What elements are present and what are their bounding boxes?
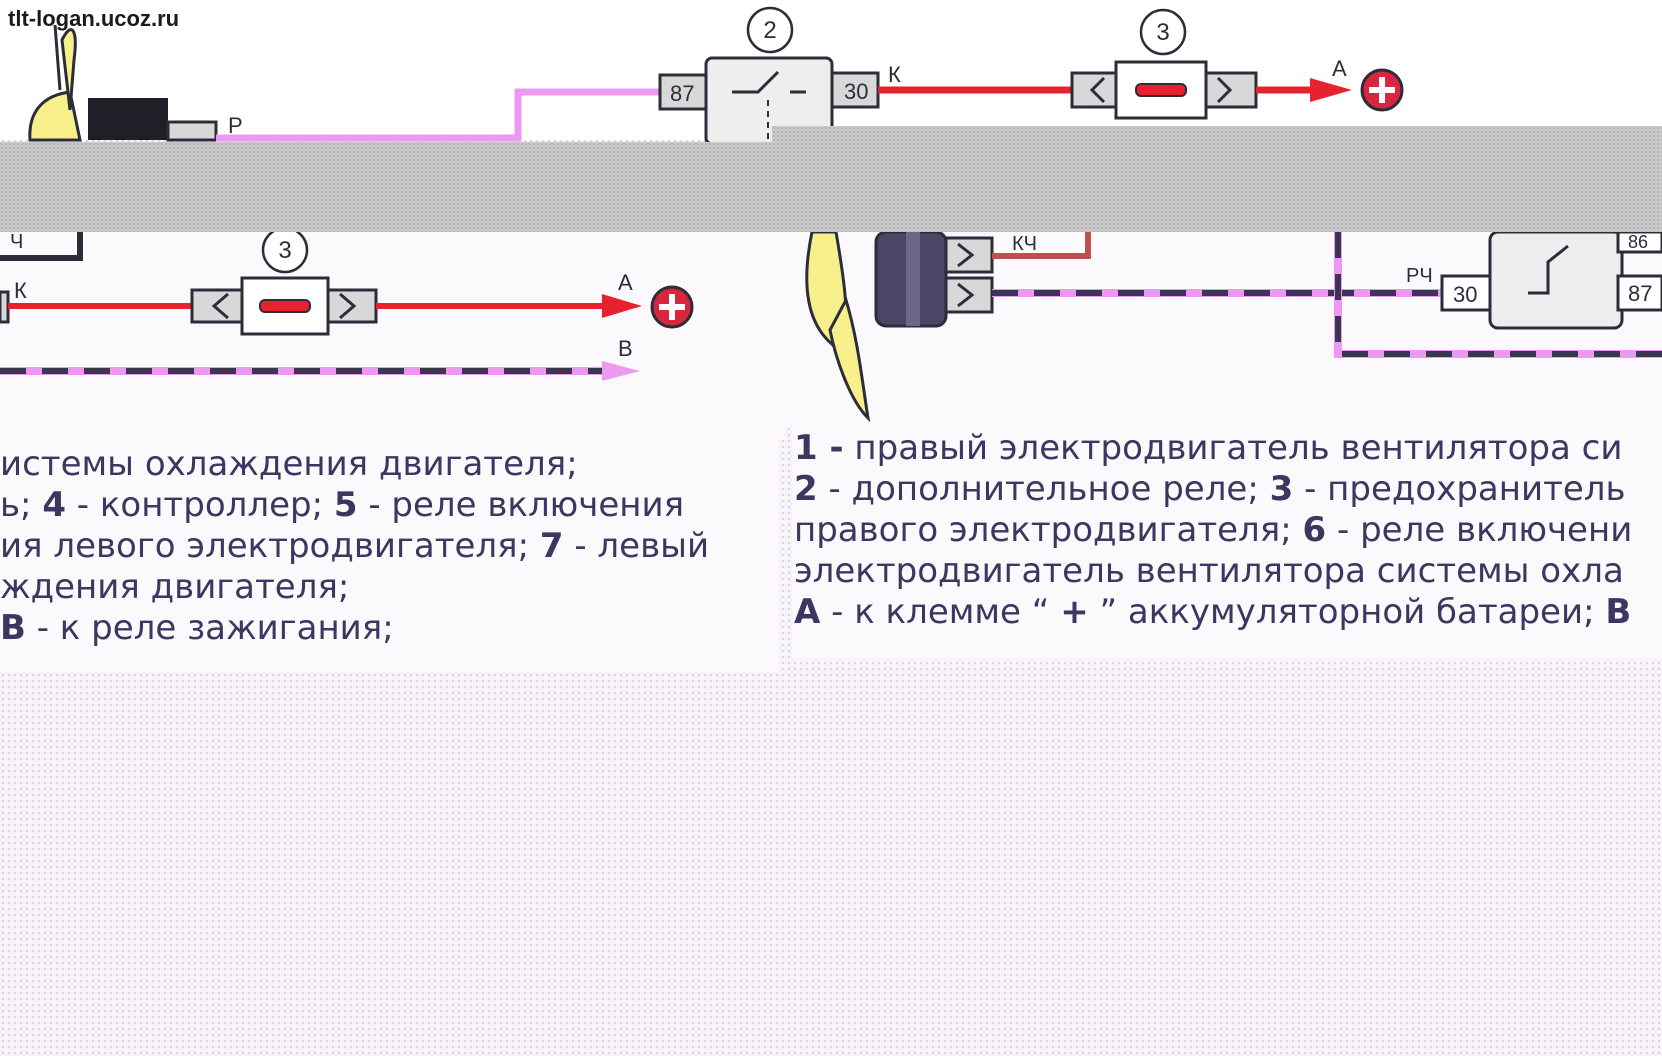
- dark-wire-left-top: [0, 232, 83, 261]
- wire-label-k-left: К: [14, 278, 27, 303]
- wire-label-rch: РЧ: [1406, 265, 1433, 287]
- fuse-3-top: [1070, 60, 1258, 120]
- legend-left-line-1: истемы охлаждения двигателя;: [0, 444, 578, 484]
- legend-right-line-2: 2 - дополнительное реле; 3 - предохранит…: [794, 469, 1626, 509]
- relay-6: [1440, 230, 1662, 330]
- brown-wire-right: [992, 232, 1091, 259]
- plus-terminal-top: [1360, 68, 1404, 112]
- legend-left-line-2: ь; 4 - контроллер; 5 - реле включения: [0, 485, 685, 525]
- motor-wire-label: Р: [228, 113, 243, 138]
- relay6-pin-87: 87: [1628, 281, 1652, 306]
- terminal-b-left: В: [618, 336, 633, 361]
- fuse-label-top: 3: [1156, 19, 1169, 46]
- relay-pin-30: 30: [844, 79, 868, 104]
- watermark: tlt-logan.ucoz.ru: [8, 6, 180, 31]
- left-connector-stub: [0, 290, 10, 324]
- red-arrowhead-top: [1310, 78, 1352, 102]
- relay6-pin-86: 86: [1628, 232, 1648, 252]
- legend-left-line-5: В - к реле зажигания;: [0, 608, 394, 648]
- legend-right-line-1: 1 - правый электродвигатель вентилятора …: [794, 428, 1623, 468]
- fuse-label-left: 3: [278, 237, 291, 264]
- gray-overlay-band-right: [772, 126, 1662, 144]
- wire-label-kch: КЧ: [1012, 233, 1037, 255]
- legend-right: 1 - правый электродвигатель вентилятора …: [792, 424, 1662, 658]
- legend-right-line-3: правого электродвигателя; 6 - реле включ…: [794, 510, 1633, 550]
- relay6-pin-30: 30: [1453, 282, 1477, 307]
- red-arrowhead-left: [602, 294, 642, 318]
- legend-left: истемы охлаждения двигателя; ь; 4 - конт…: [0, 440, 778, 672]
- legend-right-line-5: А - к клемме “ + ” аккумуляторной батаре…: [794, 592, 1632, 632]
- fuse-label-circle-top: [1139, 8, 1187, 56]
- fan-motor-top: [28, 24, 218, 142]
- legend-left-line-4: ждения двигателя;: [0, 567, 350, 607]
- relay-label: 2: [763, 17, 776, 44]
- pink-wire-top: [216, 88, 660, 142]
- gray-overlay-band: [0, 142, 1662, 232]
- wire-label-k-top: К: [888, 62, 901, 87]
- legend-left-line-3: ия левого электродвигателя; 7 - левый: [0, 526, 710, 566]
- dashed-wire-right-vertical-dark: [1335, 232, 1662, 357]
- plus-terminal-left: [650, 285, 694, 329]
- terminal-a-top: А: [1332, 56, 1347, 81]
- pink-arrowhead-left: [602, 361, 640, 381]
- fuse-3-left: [190, 276, 378, 336]
- relay-label-circle: [746, 6, 794, 54]
- relay-pin-87: 87: [670, 81, 694, 106]
- legend-right-line-4: электродвигатель вентилятора системы охл…: [794, 551, 1624, 591]
- fan-motor-right: [805, 230, 994, 423]
- terminal-a-left: А: [618, 270, 633, 295]
- wire-label-ch-left: Ч: [10, 231, 23, 253]
